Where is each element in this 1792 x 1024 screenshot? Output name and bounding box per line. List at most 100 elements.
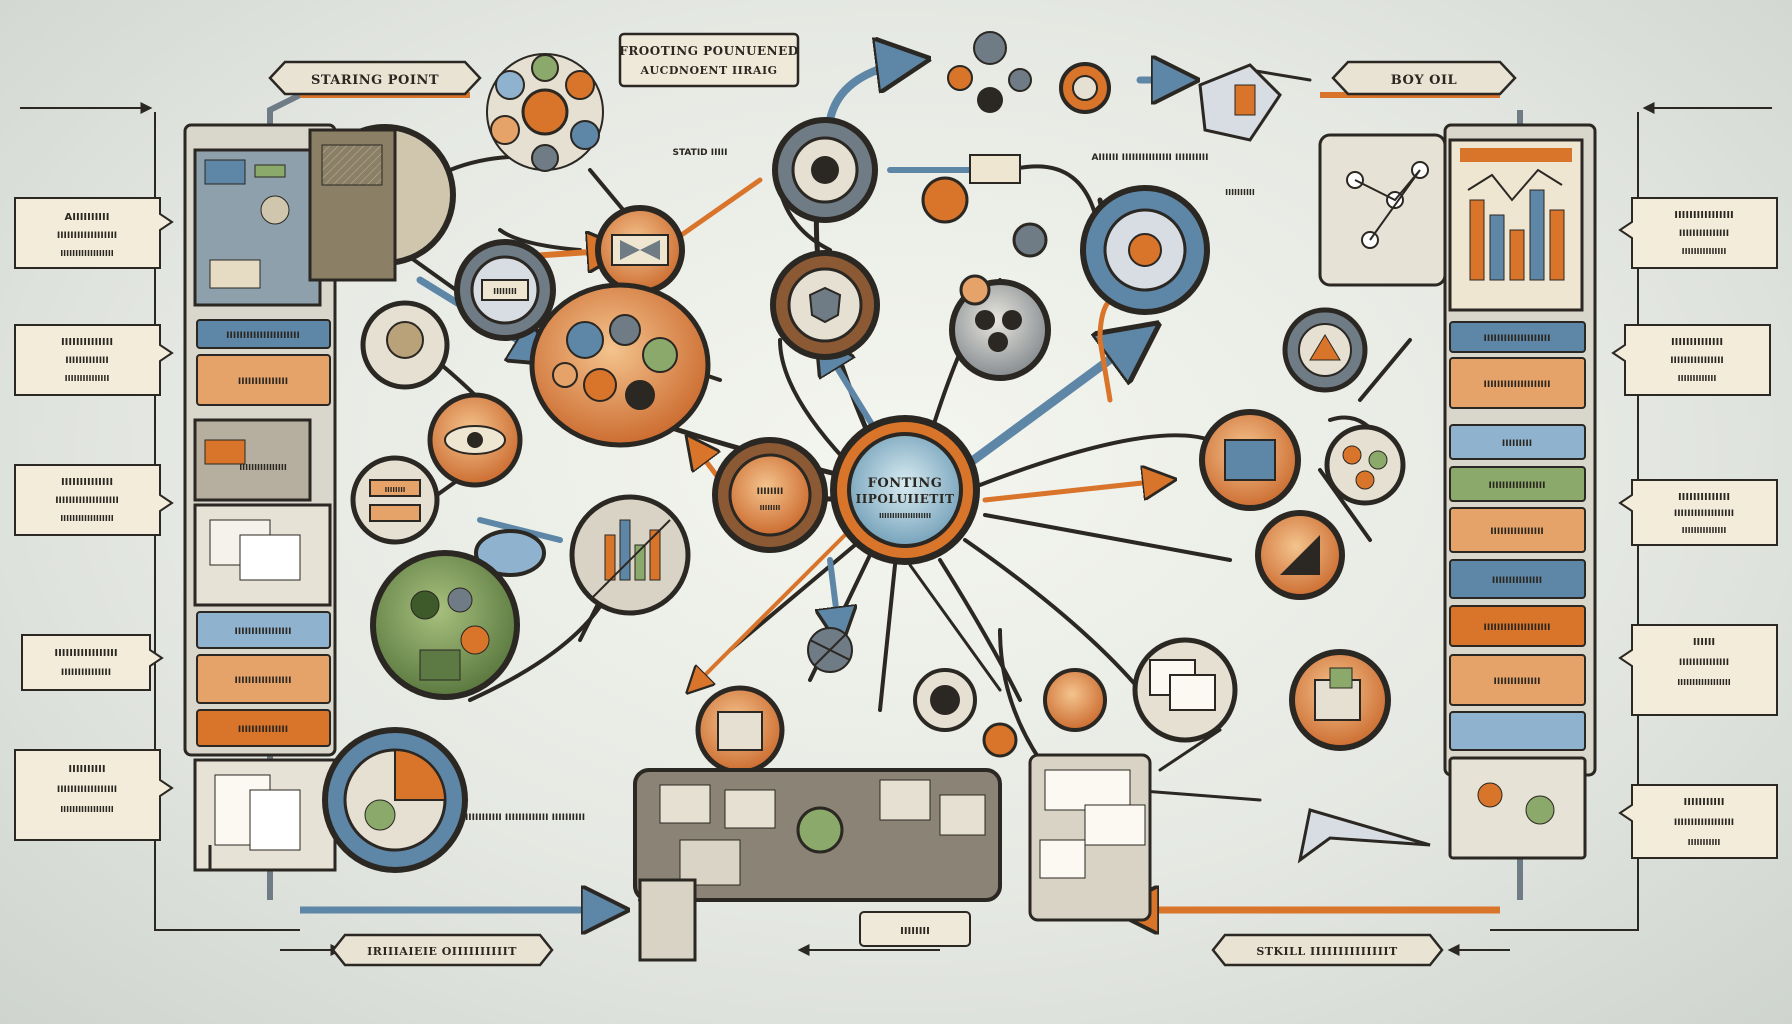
node-bottom-orange-bin (695, 685, 785, 775)
banner-starting-point-text: STARING POINT (311, 73, 439, 88)
svg-text:IIIIIIIIIII: IIIIIIIIIII (1688, 838, 1721, 847)
node-bottom-small-rings (913, 668, 1107, 758)
right-bar-8: IIIIIIIIIIIIII (1494, 677, 1541, 687)
node-top-ring (772, 117, 878, 223)
banner-bottom-right-text: STKILL IIIIIIIIIIIIIIT (1256, 945, 1398, 958)
right-callout-4: IIIIII IIIIIIIIIIIIIII IIIIIIIIIIIIIIIII… (1618, 624, 1778, 716)
left-callout-2: IIIIIIIIIIIIII IIIIIIIIIIIII IIIIIIIIIII… (14, 324, 174, 396)
node-secondary-hub: IIIIIIII IIIIIIII (712, 437, 828, 553)
node-right-ring-5 (1289, 649, 1391, 751)
node-bottom-right-docs (1028, 753, 1152, 922)
annotation-right-small: IIIIIIIIII (1225, 188, 1255, 197)
right-panel-bars: IIIIIIIIIIIIIIIIIIII IIIIIIIIIIIIIIIIIII… (1448, 321, 1587, 860)
left-callouts: AIIIIIIIIII IIIIIIIIIIIIIIIIII IIIIIIIII… (14, 197, 174, 841)
banner-boy-oil: BOY OIL (1331, 60, 1517, 96)
node-gear-cluster (529, 282, 711, 448)
right-bar-4: IIIIIIIIIIIIIIIII (1489, 481, 1546, 491)
left-bar-1: IIIIIIIIIIIIIIIIIIIIII (226, 331, 300, 341)
node-small-pill (474, 529, 546, 577)
node-secondary-hub-label: IIIIIIII (757, 487, 784, 497)
svg-text:IIIIIIIIIIIIII: IIIIIIIIIIIIII (1678, 492, 1730, 503)
node-left-image (308, 124, 456, 282)
svg-text:IIIIIIIIIIIIIIIIIII: IIIIIIIIIIIIIIIIIII (55, 496, 119, 506)
annotations: STATID IIIII AIIIIII IIIIIIIIIIIIIII III… (465, 148, 1255, 823)
left-callout-3: IIIIIIIIIIIIII IIIIIIIIIIIIIIIIIII IIIII… (14, 464, 174, 536)
left-panel-bars: IIIIIIIIIIIIIIIIIIIIII IIIIIIIIIIIIIII I… (196, 319, 331, 747)
node-central-hub: FONTING IIPOLUIIETIT IIIIIIIIIIIIIIIIIII… (830, 415, 980, 565)
node-top-left-cluster (486, 53, 604, 172)
svg-text:IIIIIIIIIIIIIIIIII: IIIIIIIIIIIIIIIIII (60, 249, 114, 258)
node-stats-orange (595, 205, 685, 295)
right-callout-1: IIIIIIIIIIIIIIII IIIIIIIIIIIIIII IIIIIII… (1618, 197, 1778, 269)
right-bar-7: IIIIIIIIIIIIIIIIIIII (1484, 623, 1551, 633)
banner-top-center-line1: FROOTING POUNUENED (619, 44, 798, 58)
svg-text:IIIIIIIIIIIIIIIIII: IIIIIIIIIIIIIIIIII (57, 785, 117, 795)
node-right-ring-1 (1282, 307, 1368, 393)
right-bar-5: IIIIIIIIIIIIIIII (1490, 527, 1544, 537)
left-bar-6: IIIIIIIIIIIIIIII (239, 463, 287, 472)
banner-top-center-line2: AUCDNOENT IIRAIG (639, 64, 777, 77)
annotation-right-mid-text: AIIIIII IIIIIIIIIIIIIII IIIIIIIIII (1091, 153, 1208, 163)
right-callout-5: IIIIIIIIIII IIIIIIIIIIIIIIIIII IIIIIIIII… (1618, 784, 1778, 859)
left-callout-4: IIIIIIIIIIIIIIIII IIIIIIIIIIIIIII (21, 634, 164, 691)
node-left-ring-label: IIIIIIII (493, 287, 517, 296)
banner-boy-oil-text: BOY OIL (1391, 73, 1457, 88)
node-mid-gears (921, 154, 1048, 306)
node-left-orange-docs: IIIIIIII (350, 455, 440, 545)
node-chart-circle (569, 494, 691, 616)
node-paper-plane (1297, 808, 1431, 864)
banner-starting-point: STARING POINT (268, 60, 482, 96)
banner-bottom-left: IRIIIAIEIE OIIIIIIIIIIT (331, 933, 554, 967)
left-bar-2: IIIIIIIIIIIIIII (238, 377, 288, 387)
node-splash (807, 627, 853, 673)
right-callouts: IIIIIIIIIIIIIIII IIIIIIIIIIIIIII IIIIIII… (1611, 197, 1778, 859)
banner-bottom-center-text: IIIIIIII (900, 926, 930, 937)
node-right-ring-4 (1255, 510, 1345, 600)
left-callout-5: IIIIIIIIII IIIIIIIIIIIIIIIIII IIIIIIIIII… (14, 749, 174, 841)
node-left-ring: IIIIIIII (454, 239, 556, 341)
svg-text:IIIIIIIIIIIIIIIIII: IIIIIIIIIIIIIIIIII (1674, 509, 1734, 519)
svg-text:IIIIIIIIIIIIIIIIII: IIIIIIIIIIIIIIIIII (57, 231, 117, 241)
banner-bottom-left-text: IRIIIAIEIE OIIIIIIIIIIT (367, 945, 517, 958)
annotation-stats: STATID IIIII (672, 148, 727, 158)
node-top-right-gear (1080, 185, 1210, 315)
svg-text:IIIIIIIIIIIIII: IIIIIIIIIIIIII (1671, 337, 1723, 348)
left-callout-1: AIIIIIIIIII IIIIIIIIIIIIIIIIII IIIIIIIII… (14, 197, 174, 269)
node-left-eye (427, 392, 523, 488)
node-right-ring-2 (1199, 409, 1301, 511)
svg-text:IIIIIIIIIIIIIII: IIIIIIIIIIIIIII (1679, 658, 1729, 668)
banner-bottom-right: STKILL IIIIIIIIIIIIIIT (1211, 933, 1444, 967)
svg-text:IIIIIIIIIIIIIIIIII: IIIIIIIIIIIIIIIIII (60, 805, 114, 814)
node-right-map (1318, 133, 1447, 287)
right-bar-2: IIIIIIIIIIIIIIIIIIII (1484, 380, 1551, 390)
svg-text:IIIIIIIIIIIIIII: IIIIIIIIIIIIIII (61, 668, 111, 678)
svg-text:IIIIIIIIIIIIIII: IIIIIIIIIIIIIII (1682, 247, 1727, 256)
right-bar-3: IIIIIIIII (1502, 439, 1532, 449)
node-shield-ring (770, 250, 880, 360)
right-bar-6: IIIIIIIIIIIIIII (1492, 576, 1542, 586)
node-small-gears-top (947, 31, 1282, 142)
node-bottom-left-ring (322, 727, 468, 873)
svg-text:IIIIIIIIIIIIII: IIIIIIIIIIIIII (61, 477, 113, 488)
node-docs-circle (1132, 637, 1238, 743)
svg-text:IIIIIIIIIII: IIIIIIIIIII (1684, 797, 1725, 808)
annotation-right-mid: AIIIIII IIIIIIIIIIIIIII IIIIIIIIII (1091, 153, 1208, 163)
svg-text:IIIIIIIIIIIIIII: IIIIIIIIIIIIIII (65, 374, 110, 383)
right-callout-2: IIIIIIIIIIIIII IIIIIIIIIIIIIIII IIIIIIII… (1611, 324, 1771, 396)
svg-text:IIIIIIIIIIIIIII: IIIIIIIIIIIIIII (1682, 526, 1727, 535)
svg-text:AIIIIIIIIII: AIIIIIIIIII (65, 212, 110, 223)
left-bar-4: IIIIIIIIIIIIIIIII (235, 676, 292, 686)
central-hub-title-line1: FONTING (868, 476, 943, 491)
svg-text:IIIIIIIIIIIIIII: IIIIIIIIIIIIIII (1679, 229, 1729, 239)
svg-text:IIIIIIIIIIIIII: IIIIIIIIIIIIII (61, 337, 113, 348)
node-left-orange-label: IIIIIIII (385, 486, 406, 494)
node-right-ring-3 (1324, 424, 1406, 506)
left-panel-thumbnails (193, 148, 337, 872)
svg-text:IIIIIIIIIIIIIIII: IIIIIIIIIIIIIIII (1670, 356, 1724, 366)
svg-text:IIIIIIIIIIIIIIIII: IIIIIIIIIIIIIIIII (54, 648, 117, 659)
svg-text:IIIIIIIIIIIII: IIIIIIIIIIIII (1678, 374, 1717, 383)
svg-text:IIIIIIIIIIIIIIIIII: IIIIIIIIIIIIIIIIII (1674, 818, 1734, 828)
svg-text:IIIIIIIIII: IIIIIIIIII (68, 764, 105, 775)
